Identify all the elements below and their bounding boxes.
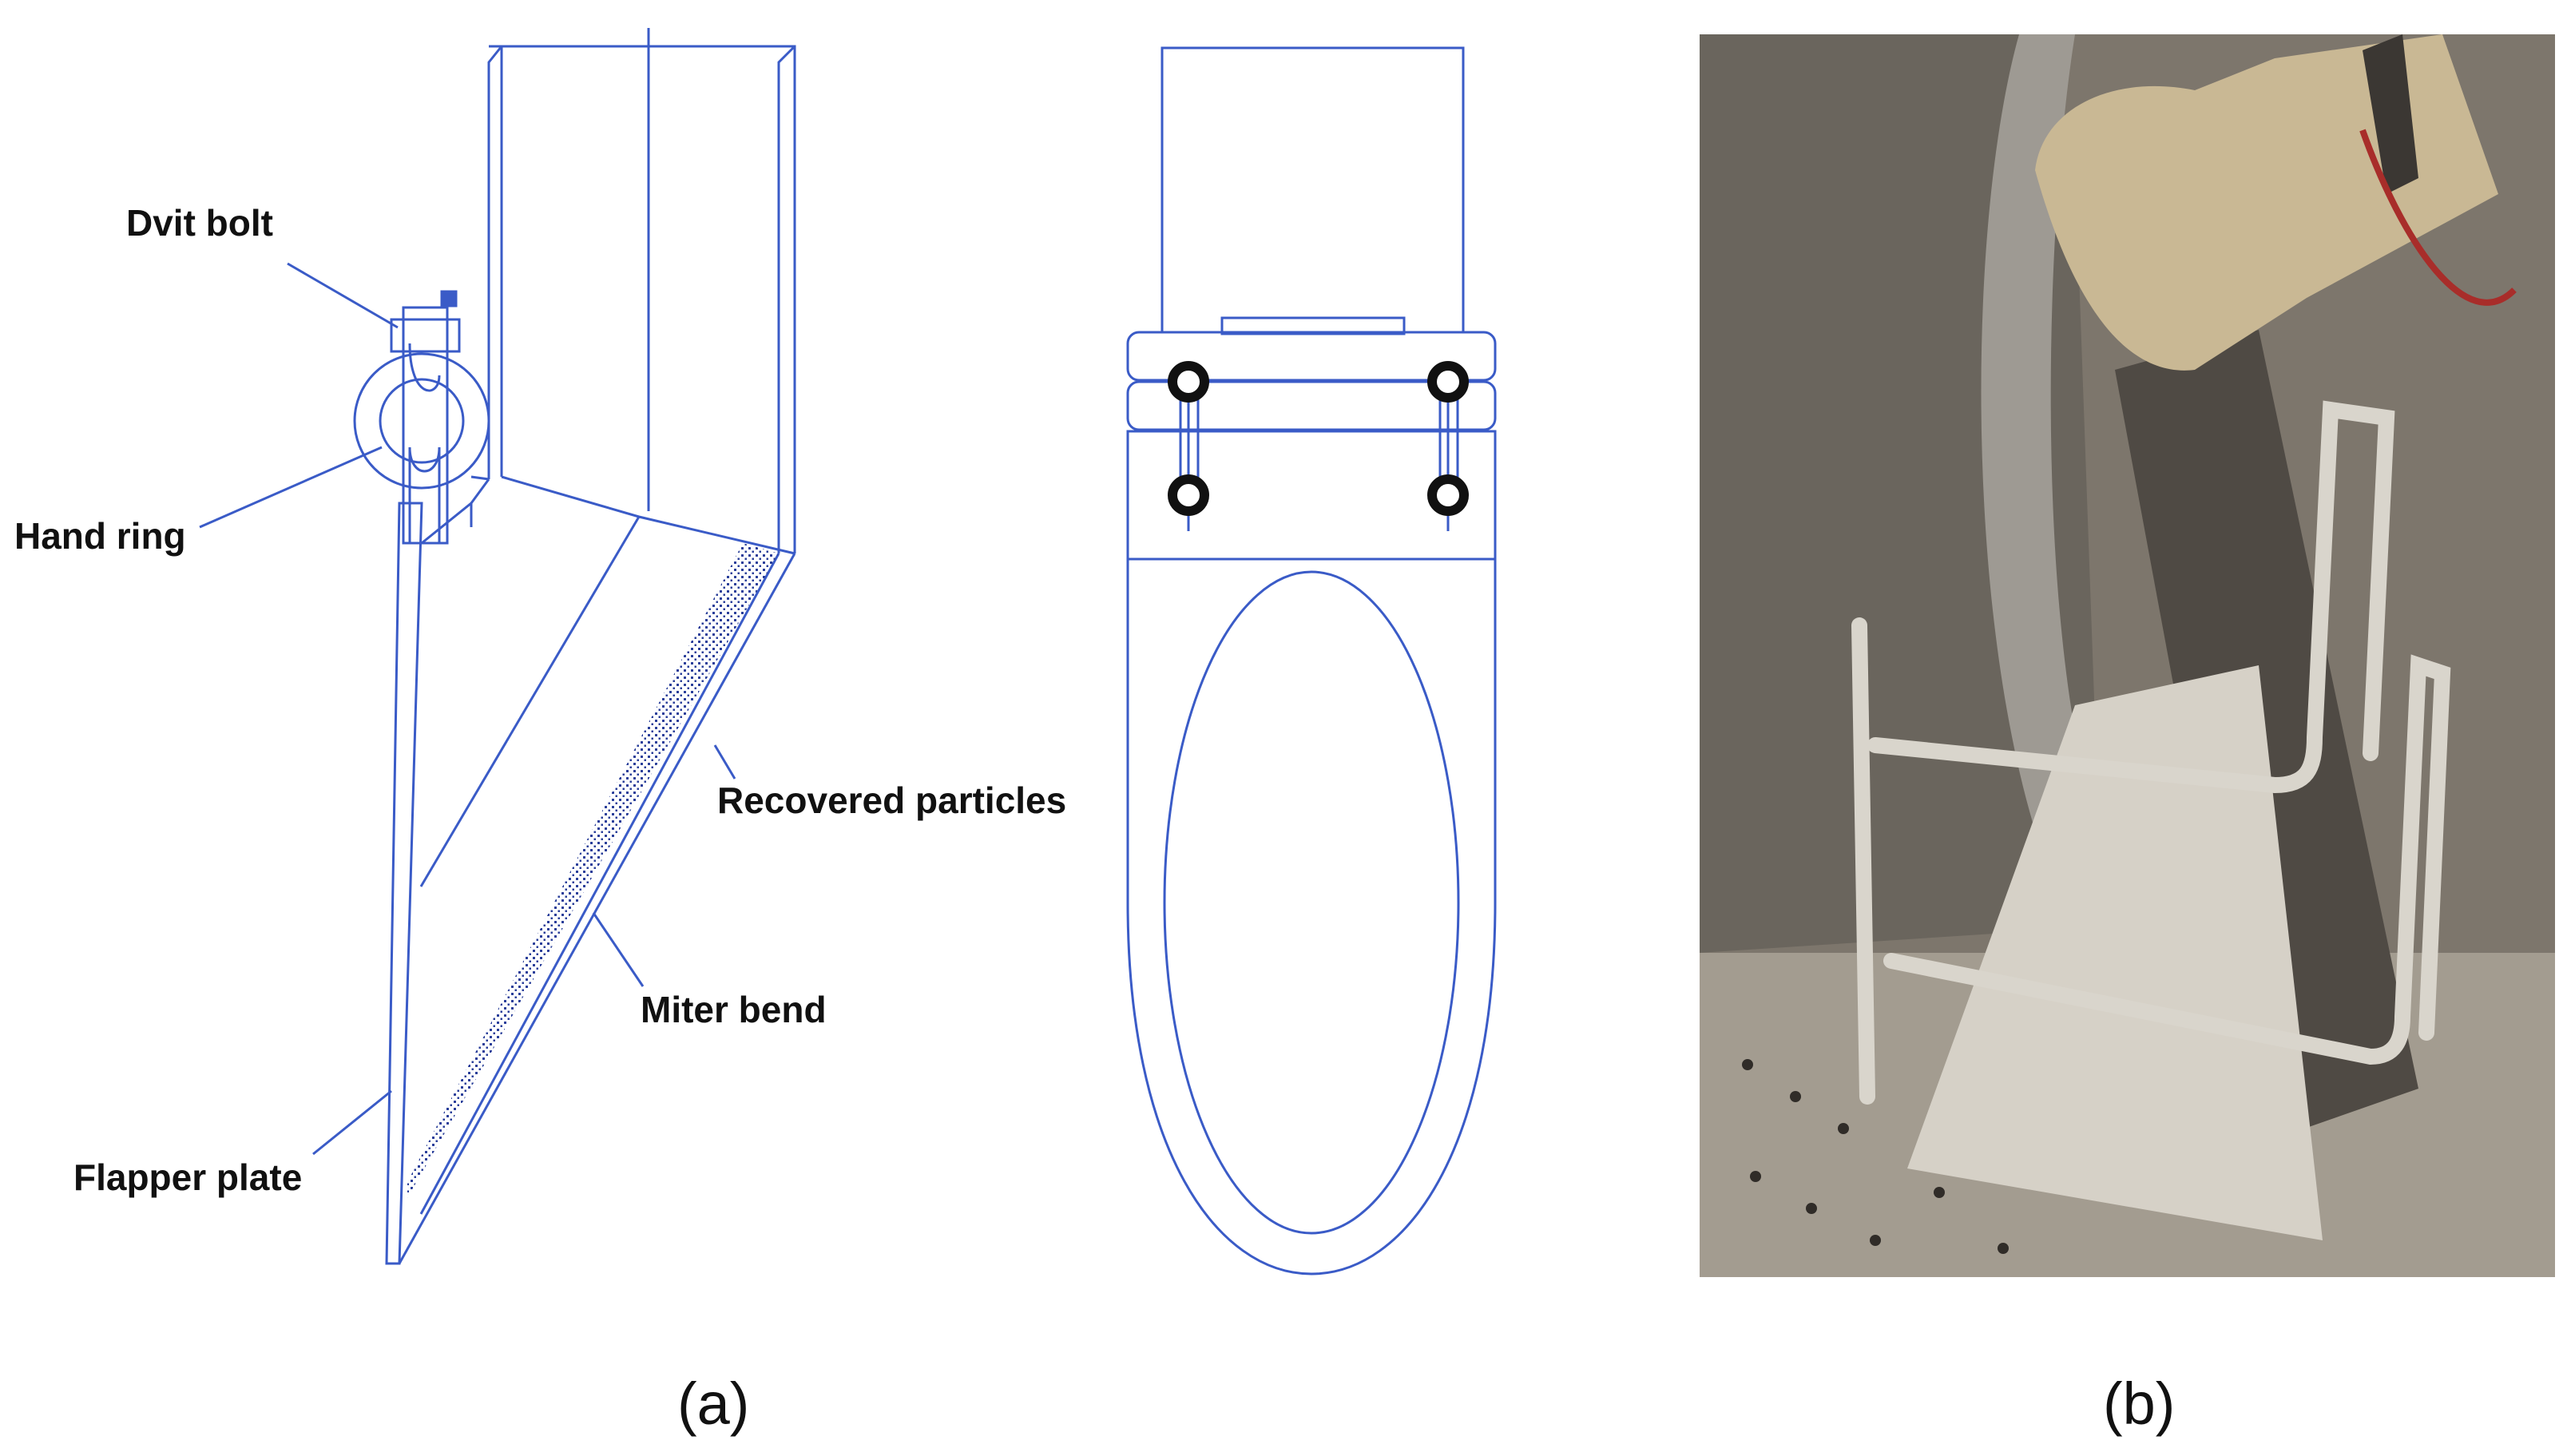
disc-edge: [1981, 34, 2099, 897]
floor-hole: [1806, 1203, 1817, 1214]
miter-bend-outer-2: [419, 553, 780, 1215]
dvit-bolt-pointer: [287, 262, 399, 329]
recovered-particles-label: Recovered particles: [717, 780, 1067, 821]
flapper-plate-pointer: [312, 1089, 392, 1156]
miter-bend-top: [470, 475, 795, 555]
floor-hole: [1998, 1243, 2009, 1254]
flapper-plate-shape: [385, 502, 423, 1265]
floor-hole: [1790, 1091, 1801, 1102]
hand-ring-pointer: [199, 446, 383, 529]
caption-b: (b): [2103, 1371, 2176, 1437]
wrist-strap: [2363, 34, 2418, 194]
front-body: [1126, 557, 1497, 1275]
red-cord: [2359, 129, 2517, 306]
bracket-lower: [1883, 654, 2451, 1065]
hand-ring-label: Hand ring: [14, 515, 186, 557]
white-plate: [1907, 665, 2323, 1240]
hand-ring-circle: [353, 352, 490, 490]
floor-hole: [1742, 1059, 1753, 1070]
floor-hole: [1750, 1171, 1761, 1182]
front-pipe: [1160, 46, 1465, 334]
floor-hole: [1870, 1235, 1881, 1246]
recovered-particles-pointer: [713, 744, 736, 780]
bolt-hole-tl: [1168, 361, 1209, 403]
miter-bend-pointer: [592, 912, 645, 987]
floor-hole: [1934, 1187, 1945, 1198]
dvit-bolt-label: Dvit bolt: [126, 202, 273, 244]
flapper-plate-label: Flapper plate: [73, 1156, 303, 1198]
front-view: [1126, 46, 1497, 1275]
miter-bend-outer: [398, 553, 796, 1264]
front-top-flange: [1220, 316, 1406, 335]
clasp-loop: [408, 343, 441, 543]
bolt-hole-bl: [1168, 474, 1209, 516]
caption-a: (a): [677, 1371, 750, 1437]
dvit-bolt-clasp: [390, 306, 461, 545]
floor-holes: [1742, 1059, 2009, 1254]
bolt-holes: [1168, 361, 1469, 516]
side-view: [199, 28, 796, 1265]
bracket-upper: [1867, 400, 2395, 794]
photograph: [1700, 34, 2555, 1277]
bracket-plate: [1851, 617, 1875, 1105]
miter-bend-label: Miter bend: [641, 989, 827, 1030]
hand-ring-inner: [379, 378, 465, 464]
recovered-particles-band: [407, 543, 779, 1198]
floor-hole: [1838, 1123, 1849, 1134]
bolt-hole-br: [1427, 474, 1469, 516]
flange-upper: [1126, 331, 1497, 382]
bolt-head: [440, 290, 458, 307]
inner-wall: [419, 516, 641, 887]
vertical-pipe: [487, 45, 796, 553]
bolt-hole-tr: [1427, 361, 1469, 403]
wire-bracket: [1851, 400, 2451, 1105]
front-opening: [1163, 570, 1460, 1235]
flange-middle: [1126, 380, 1497, 431]
